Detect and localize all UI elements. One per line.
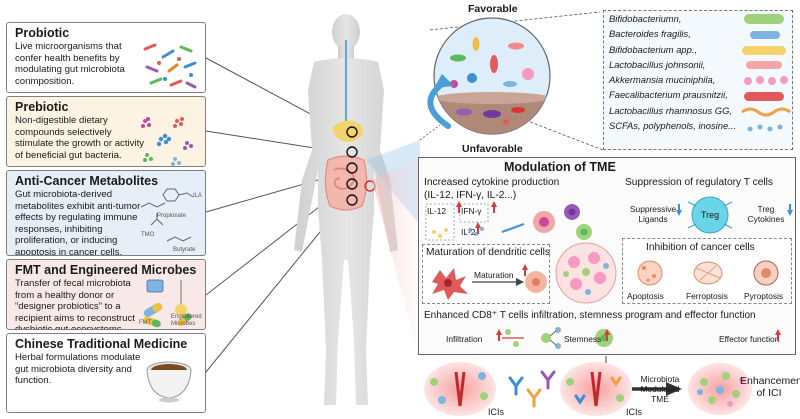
- card-fmt-engineered-microbes: FMT and Engineered Microbes Transfer of …: [6, 259, 206, 330]
- ila-label: ILA: [193, 193, 203, 199]
- metabolite-structures-illustration: [140, 188, 194, 242]
- human-body-silhouette: [294, 14, 420, 405]
- favorable-label: Favorable: [468, 3, 518, 15]
- prebiotic-text: Non-digestible dietary compounds selecti…: [15, 115, 145, 161]
- engineered-microbes-label: Engineered Microbes: [171, 314, 202, 327]
- microbiota-modulated-tme-label: Microbiota Modulated TME: [640, 374, 680, 404]
- infiltration-label: Infiltration: [446, 334, 483, 344]
- cancer-cell-death-illustration: [637, 260, 779, 286]
- maturation-label: Maturation: [474, 270, 514, 280]
- propionate-label: Propionate: [157, 213, 187, 219]
- il12-label: IL-12: [427, 206, 447, 216]
- fmt-title: FMT and Engineered Microbes: [15, 263, 197, 277]
- probiotic-text: Live microorganisms that confer health b…: [15, 41, 125, 87]
- treg-title: Suppression of regulatory T cells: [625, 177, 773, 188]
- tcm-text: Herbal formulations modulate gut microbi…: [15, 352, 141, 386]
- card-chinese-traditional-medicine: Chinese Traditional Medicine Herbal form…: [6, 333, 206, 413]
- bacteria-item: Faecalibacterium prausnitzii,: [609, 89, 728, 101]
- prebiotic-title: Prebiotic: [15, 100, 69, 114]
- ferroptosis-label: Ferroptosis: [686, 291, 728, 301]
- bacteria-item: Bacteroides fragilis,: [609, 28, 691, 40]
- fmt-label: FMT: [139, 320, 152, 326]
- ifn-gamma-label: IFN-γ: [461, 206, 482, 216]
- probiotic-bacteria-illustration: [143, 43, 197, 89]
- cytokine-subtitle: (IL-12, IFN-γ, IL-2...): [424, 190, 517, 201]
- prebiotic-molecules-illustration: [141, 117, 193, 166]
- metabolites-text: Gut microbiota-derived metabolites exhib…: [15, 189, 141, 256]
- pyroptosis-label: Pyroptosis: [744, 291, 784, 301]
- cytokine-title: Increased cytokine production: [424, 177, 560, 188]
- card-prebiotic: Prebiotic Non-digestible dietary compoun…: [6, 96, 206, 167]
- icis-right-label: ICIs: [626, 407, 643, 417]
- effector-function-label: Effector function: [719, 334, 780, 344]
- treg-cell-icon: [687, 196, 733, 234]
- apoptosis-label: Apoptosis: [627, 291, 664, 301]
- bacteria-item: SCFAs, polyphenols, inosine...: [609, 120, 736, 132]
- treg-cytokines-label: Treg Cytokines: [747, 204, 785, 224]
- herbal-bowl-icon: [146, 361, 192, 403]
- card-probiotic: Probiotic Live microorganisms that confe…: [6, 22, 206, 93]
- fmt-capsules-illustration: [143, 279, 192, 328]
- butyrate-label: Butyrate: [173, 247, 196, 253]
- bacteria-item: Bifidobacteriumn,: [609, 13, 682, 24]
- unfavorable-label: Unfavorable: [462, 143, 523, 155]
- bacteria-item: Lactobacillus rhamnosus GG,: [609, 104, 732, 116]
- bacteria-icons-column: [741, 14, 791, 132]
- metabolites-title: Anti-Cancer Metabolites: [15, 174, 159, 188]
- cd8-title: Enhanced CD8⁺ T cells infiltration, stem…: [424, 310, 756, 321]
- tumor-microenvironment-icon: [555, 242, 617, 304]
- tme-title: Modulation of TME: [504, 160, 616, 174]
- dendritic-title: Maturation of dendritic cells: [426, 247, 551, 258]
- il2-label: IL-2: [461, 227, 476, 237]
- treg-cell-label: Treg: [701, 210, 720, 220]
- ici-enhancement-illustration: [424, 362, 752, 416]
- bacteria-item: Bifidobacterium app.,: [609, 43, 698, 55]
- icis-left-label: ICIs: [488, 407, 505, 417]
- bacteria-item: Akkermansia muciniphila,: [609, 74, 716, 86]
- probiotic-title: Probiotic: [15, 26, 70, 40]
- gut-microbiota-sphere: [427, 17, 551, 135]
- stemness-label: Stemness: [564, 334, 602, 344]
- cd8-cells-illustration: [502, 327, 613, 349]
- inhibition-title: Inhibition of cancer cells: [646, 242, 755, 253]
- bacteria-item: Lactobacillus johnsonii,: [609, 58, 706, 70]
- dendritic-cells-illustration: [432, 268, 547, 300]
- cytokine-cells-illustration: [425, 203, 592, 241]
- fmt-text: Transfer of fecal microbiota from a heal…: [15, 278, 135, 330]
- enhancement-of-ici-label: Enhancement of ICI: [740, 375, 800, 399]
- tcm-title: Chinese Traditional Medicine: [15, 337, 188, 351]
- tmo-label: TMO: [141, 232, 155, 238]
- suppressive-ligands-label: Suppressive Ligands: [629, 204, 677, 224]
- card-anti-cancer-metabolites: Anti-Cancer Metabolites Gut microbiota-d…: [6, 170, 206, 256]
